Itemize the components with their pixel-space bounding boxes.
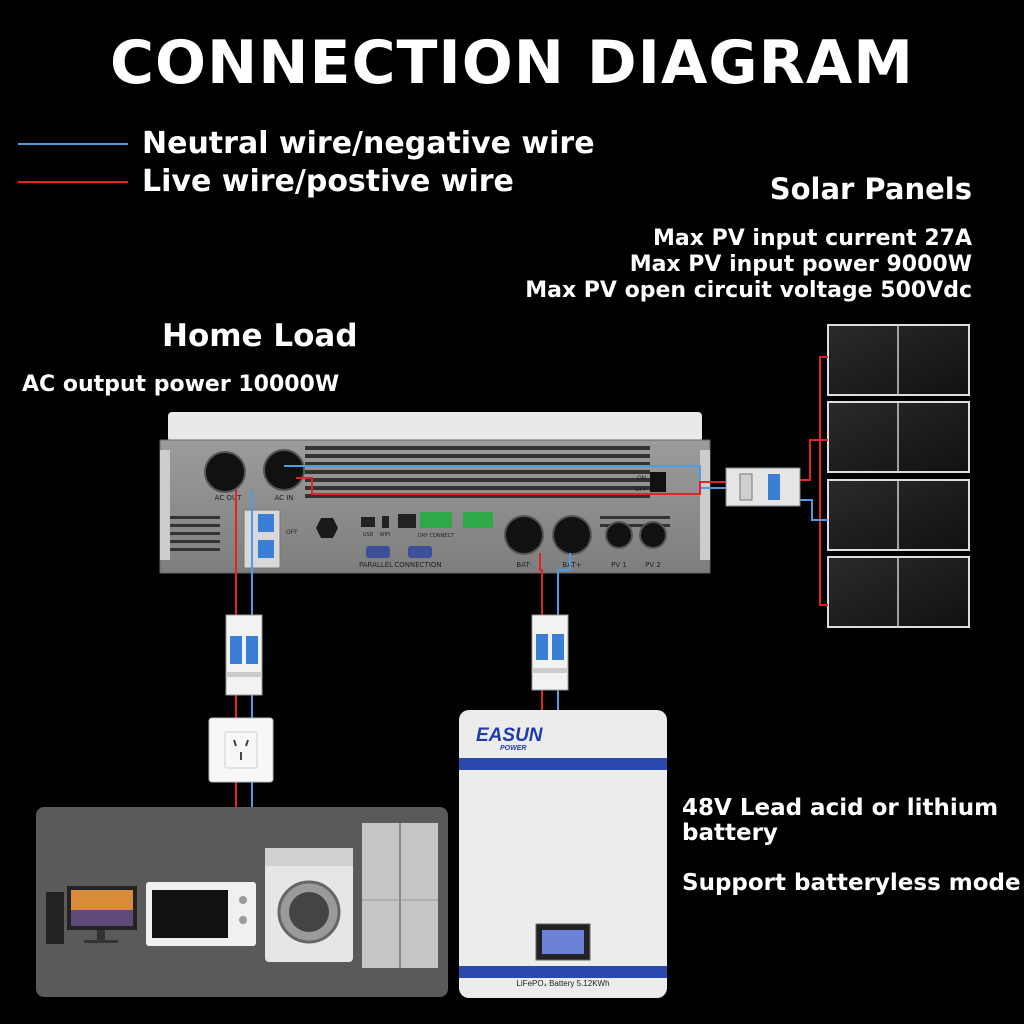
solar-panel-array <box>827 324 970 628</box>
bat-pos-label: BAT+ <box>562 561 581 569</box>
monitor <box>67 886 137 943</box>
ac-output-spec: AC output power 10000W <box>22 372 340 397</box>
neutral-wire-label: Neutral wire/negative wire <box>142 126 595 161</box>
connection-label: CONNECTION <box>394 561 441 569</box>
home-load-heading: Home Load <box>162 318 358 354</box>
bms-terminal <box>463 512 493 528</box>
refrigerator <box>362 823 438 968</box>
pv1-label: PV 1 <box>611 561 627 569</box>
pv2-port <box>639 521 667 549</box>
cable-gland <box>316 518 338 538</box>
bat-neg-port <box>504 515 544 555</box>
microwave <box>146 882 256 946</box>
inverter-vents <box>170 446 670 551</box>
pv-power-spec: Max PV input power 9000W <box>629 252 972 277</box>
pv1-port <box>605 521 633 549</box>
diagram-title: CONNECTION DIAGRAM <box>109 28 914 98</box>
rj45-port <box>398 514 416 528</box>
parallel-label: PARALLEL <box>359 561 393 569</box>
battery-description: 48V Lead acid or lithium battery <box>682 795 999 846</box>
solar-panel <box>827 324 970 396</box>
battery-brand-sub: POWER <box>500 745 526 752</box>
ac-out-port <box>204 451 246 493</box>
pv-wiring <box>800 356 828 606</box>
dry-connect-terminal <box>420 512 452 528</box>
pv-current-spec: Max PV input current 27A <box>653 226 972 251</box>
batteryless-mode-note: Support batteryless mode <box>682 870 1021 896</box>
ac-out-wiring <box>235 490 253 808</box>
parallel-port <box>366 546 390 558</box>
live-wire-label: Live wire/postive wire <box>142 164 514 199</box>
switch-on-label: ON <box>637 475 646 482</box>
ac-in-label: AC IN <box>274 494 293 502</box>
battery-breaker <box>531 614 569 691</box>
ac-out-label: AC OUT <box>215 494 242 502</box>
battery-pack: EASUN POWER LiFePO₄ Battery 5.12KWh <box>459 710 667 998</box>
solar-panels-heading: Solar Panels <box>769 172 972 206</box>
connection-port <box>408 546 432 558</box>
battery-brand: EASUN <box>476 725 544 746</box>
bat-pos-port <box>552 515 592 555</box>
inverter-pv-wiring <box>284 465 728 495</box>
ac-in-port <box>263 449 305 491</box>
usb-label: USB <box>363 532 374 538</box>
legend: Neutral wire/negative wire Live wire/pos… <box>18 126 618 206</box>
pv-voltage-spec: Max PV open circuit voltage 500Vdc <box>525 278 972 303</box>
ac-breaker <box>225 614 263 696</box>
dry-connect-label: DRY CONNECT <box>418 533 455 539</box>
power-switch <box>650 472 666 492</box>
neutral-wire-swatch <box>18 143 128 145</box>
solar-panel <box>827 479 970 551</box>
inverter: AC OUT AC IN OFF USB WIFI DRY CONNECT PA… <box>159 412 711 574</box>
wifi-label: WIFI <box>380 532 391 538</box>
pv2-label: PV 2 <box>645 561 661 569</box>
live-wire-swatch <box>18 181 128 183</box>
pv-breaker <box>725 467 801 507</box>
solar-panel <box>827 401 970 473</box>
bat-neg-label: BAT- <box>516 561 532 569</box>
washing-machine <box>265 848 353 962</box>
pc-tower <box>46 892 64 944</box>
battery-model: LiFePO₄ Battery 5.12KWh <box>516 979 609 988</box>
switch-off-label: OFF <box>635 486 647 493</box>
solar-specs: Max PV input current 27A Max PV input po… <box>525 226 972 304</box>
usb-port <box>361 517 375 527</box>
home-appliances <box>36 807 448 997</box>
breaker-off-label: OFF <box>286 529 298 536</box>
battery-wiring <box>539 553 571 710</box>
wifi-port <box>382 516 389 528</box>
solar-panel <box>827 556 970 628</box>
wall-socket <box>208 717 274 783</box>
